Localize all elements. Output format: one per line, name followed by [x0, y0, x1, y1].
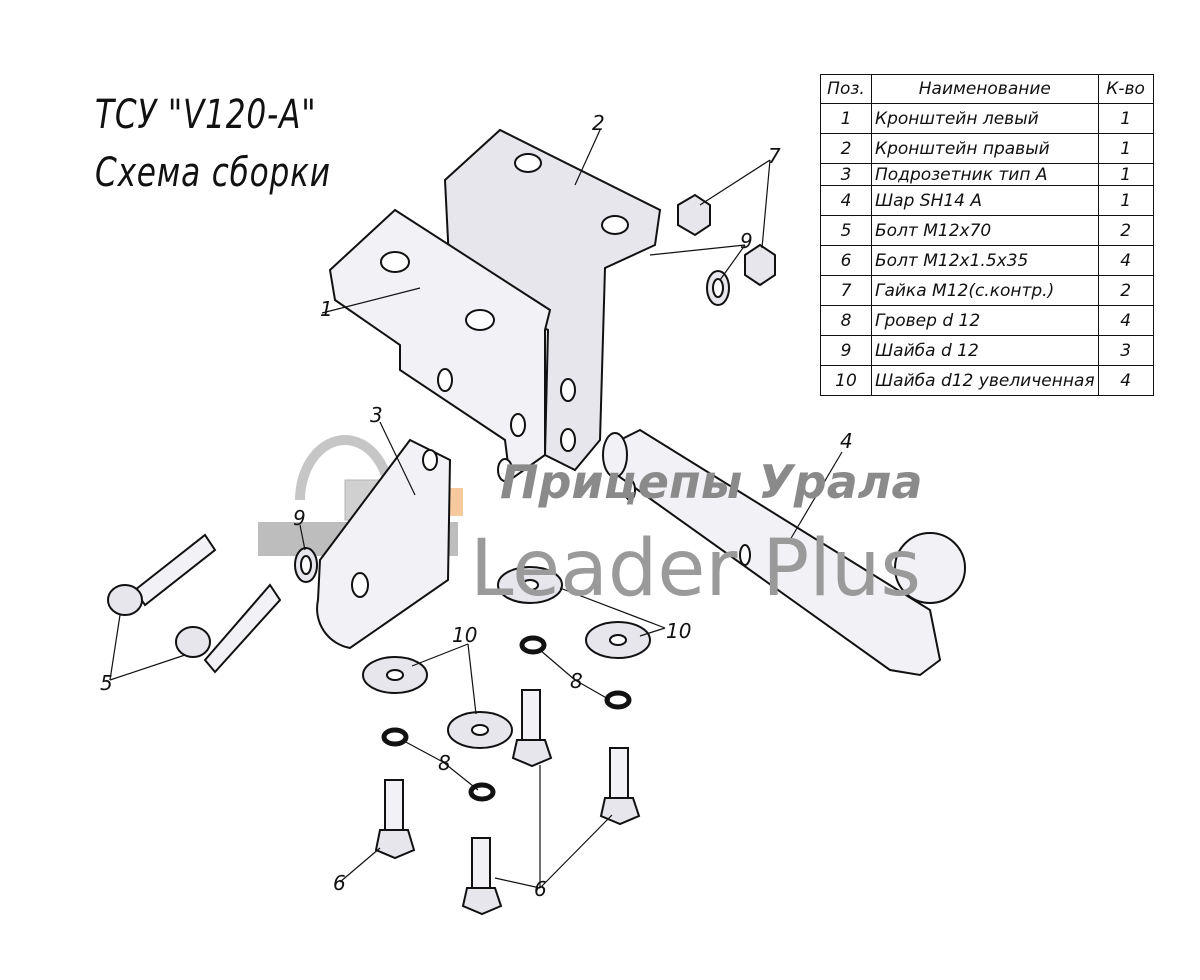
cell-quantity: 1 — [1097, 163, 1154, 186]
callout-4: 4 — [840, 429, 853, 453]
leader-lines — [109, 129, 843, 889]
cell-position: 5 — [820, 215, 872, 246]
callout-8a: 8 — [570, 669, 583, 693]
lock-nuts — [677, 193, 776, 287]
header-quantity: К-во — [1097, 74, 1154, 104]
callout-2: 2 — [592, 111, 605, 135]
callout-10a: 10 — [666, 619, 691, 643]
cell-position: 7 — [820, 275, 872, 306]
socket-plate — [316, 438, 452, 650]
callout-10b: 10 — [452, 623, 477, 647]
cell-name: Болт М12х1.5х35 — [871, 245, 1099, 276]
watermark-text-leader-plus: Leader Plus — [470, 524, 921, 614]
cell-position: 4 — [820, 185, 872, 216]
callout-8b: 8 — [438, 751, 451, 775]
cell-name: Шар SH14 A — [871, 185, 1099, 216]
bracket-left — [328, 208, 552, 482]
cell-quantity: 1 — [1097, 103, 1154, 134]
cell-quantity: 2 — [1097, 275, 1154, 306]
bracket-right — [443, 128, 662, 472]
diagram-title: ТСУ "V120-A" — [95, 92, 317, 138]
cell-quantity: 4 — [1097, 305, 1154, 336]
cell-quantity: 3 — [1097, 335, 1154, 366]
diagram-subtitle: Схема сборки — [95, 150, 331, 196]
bolts-m12x70 — [107, 533, 282, 674]
header-position: Поз. — [820, 74, 872, 104]
tow-ball-bar — [602, 428, 966, 677]
washers-d12 — [294, 270, 730, 583]
cell-position: 1 — [820, 103, 872, 134]
cell-name: Болт М12х70 — [871, 215, 1099, 246]
cell-name: Шайба d12 увеличенная — [871, 365, 1099, 396]
cell-quantity: 4 — [1097, 245, 1154, 276]
cell-position: 8 — [820, 305, 872, 336]
cell-name: Шайба d 12 — [871, 335, 1099, 366]
cell-position: 2 — [820, 133, 872, 164]
callout-1: 1 — [320, 297, 333, 321]
table-header-row: Поз. Наименование К-во — [820, 74, 1154, 104]
callout-6a: 6 — [333, 871, 346, 895]
callout-9b: 9 — [293, 506, 306, 530]
cell-position: 9 — [820, 335, 872, 366]
cell-quantity: 2 — [1097, 215, 1154, 246]
callout-9a: 9 — [740, 229, 753, 253]
cell-name: Гровер d 12 — [871, 305, 1099, 336]
cell-name: Гайка М12(с.контр.) — [871, 275, 1099, 306]
cell-name: Подрозетник тип А — [871, 163, 1099, 186]
spring-washers — [381, 635, 632, 802]
header-name: Наименование — [871, 74, 1099, 104]
callout-3: 3 — [370, 403, 383, 427]
cell-position: 10 — [820, 365, 872, 396]
cell-quantity: 1 — [1097, 185, 1154, 216]
enlarged-washers — [362, 566, 651, 749]
watermark-text-pritsepy-urala: Прицепы Урала — [500, 455, 923, 509]
cell-name: Кронштейн правый — [871, 133, 1099, 164]
callout-7: 7 — [768, 144, 781, 168]
cell-name: Кронштейн левый — [871, 103, 1099, 134]
cell-position: 6 — [820, 245, 872, 276]
cell-position: 3 — [820, 163, 872, 186]
callout-5: 5 — [100, 671, 113, 695]
callout-6b: 6 — [534, 877, 547, 901]
cell-quantity: 4 — [1097, 365, 1154, 396]
cell-quantity: 1 — [1097, 133, 1154, 164]
bolts-m12x1.5x35 — [374, 689, 641, 916]
